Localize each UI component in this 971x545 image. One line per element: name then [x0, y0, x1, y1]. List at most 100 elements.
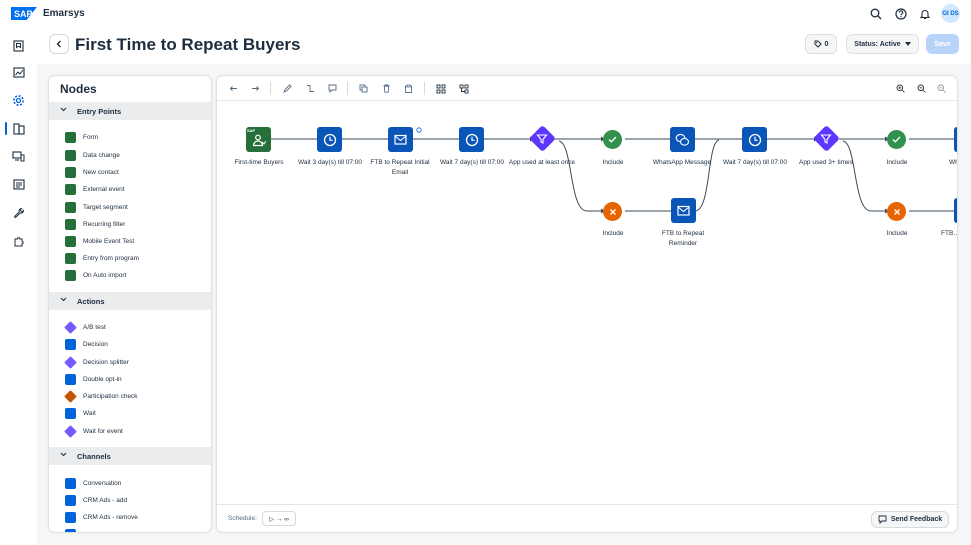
redo-icon[interactable] [250, 83, 261, 94]
node-decision-splitter[interactable]: Decision splitter [64, 356, 129, 369]
zoom-in-icon[interactable] [895, 83, 906, 94]
email-icon [676, 205, 690, 216]
node-on-auto-import[interactable]: On Auto import [65, 269, 126, 282]
automation-gear-icon[interactable] [11, 93, 26, 108]
flow-node-wait-1[interactable] [317, 127, 342, 152]
flow-label-exclude-1: Include [602, 230, 624, 237]
fit-zoom-icon[interactable] [936, 83, 947, 94]
flow-node-exclude-1[interactable] [603, 202, 622, 221]
section-actions[interactable]: Actions [49, 292, 211, 310]
nodes-panel-title: Nodes [60, 82, 97, 96]
connector-icon[interactable] [305, 83, 316, 94]
node-entry-from-program[interactable]: Entry from program [65, 252, 139, 265]
flow-label-wait-3: Wait 7 day(s) till 07:00 [722, 159, 788, 166]
paste-icon[interactable] [403, 83, 414, 94]
tag-count: 0 [824, 40, 829, 48]
node-ab-test[interactable]: A/B test [64, 321, 106, 334]
analytics-icon[interactable] [11, 65, 26, 80]
node-wait-for-event[interactable]: Wait for event [64, 425, 123, 438]
send-feedback-label: Send Feedback [890, 516, 943, 523]
node-target-segment[interactable]: Target segment [65, 201, 128, 214]
flow-node-email-2[interactable] [671, 198, 696, 223]
zoom-out-icon[interactable] [916, 83, 927, 94]
active-indicator [5, 122, 7, 135]
flow-node-include-2[interactable] [887, 130, 906, 149]
flow-node-wait-2[interactable] [459, 127, 484, 152]
node-new-contact[interactable]: New contact [65, 166, 119, 179]
entry-from-program-icon [65, 253, 76, 264]
wait-for-event-icon [64, 425, 77, 438]
bell-icon[interactable] [917, 6, 932, 21]
copy-icon[interactable] [358, 83, 369, 94]
node-decision[interactable]: Decision [65, 338, 108, 351]
sap-logo[interactable]: SAP [11, 7, 37, 20]
contacts-list-icon[interactable] [11, 177, 26, 192]
decision-splitter-icon [64, 356, 77, 369]
flow-node-email-3[interactable] [954, 198, 957, 223]
tag-icon [814, 40, 822, 48]
shell-bar: SAP Emarsys GI DS [0, 0, 971, 28]
node-recurring-filter[interactable]: Recurring filter [65, 218, 125, 231]
section-channels[interactable]: Channels [49, 447, 211, 465]
flow-node-email-1[interactable] [388, 127, 413, 152]
flow-label-email-3: FTB… R… [941, 230, 957, 237]
segment-entry-icon [252, 134, 266, 146]
puzzle-icon[interactable] [11, 233, 26, 248]
flow-label-decision-1: App used at least once [508, 159, 576, 166]
content-icon[interactable] [11, 121, 26, 136]
schedule-selector[interactable]: ▷ → ∞ [262, 511, 296, 526]
delete-icon[interactable] [381, 83, 392, 94]
crm-ads-icon [65, 495, 76, 506]
user-avatar[interactable]: GI DS [941, 4, 960, 23]
pencil-icon[interactable] [282, 83, 293, 94]
comment-icon[interactable] [327, 83, 338, 94]
bookmark-icon[interactable] [11, 38, 26, 53]
status-label: Status: Active [854, 40, 901, 48]
external-event-icon [65, 184, 76, 195]
save-button[interactable]: Save [926, 34, 959, 54]
wrench-icon[interactable] [11, 205, 26, 220]
mobile-event-icon [65, 236, 76, 247]
flow-label-whatsapp-2: Wh… m… [949, 159, 957, 166]
check-icon [608, 136, 617, 143]
help-icon[interactable] [893, 6, 908, 21]
node-mobile-event-test[interactable]: Mobile Event Test [65, 235, 134, 248]
caret-down-icon [904, 42, 911, 46]
chevron-left-icon [56, 40, 61, 48]
filter-icon [536, 134, 548, 144]
program-canvas[interactable]: SAP First-time Buyers Wait 3 day(s) till… [217, 76, 957, 532]
flow-node-entry[interactable]: SAP [246, 127, 271, 152]
page-header: First Time to Repeat Buyers 0 Status: Ac… [37, 28, 971, 64]
node-double-opt-in[interactable]: Double opt-in [65, 373, 122, 386]
flow-node-exclude-2[interactable] [887, 202, 906, 221]
node-form[interactable]: Form [65, 131, 98, 144]
node-external-event[interactable]: External event [65, 183, 125, 196]
close-icon [609, 208, 616, 215]
send-feedback-button[interactable]: Send Feedback [871, 511, 949, 528]
flow-node-wait-3[interactable] [742, 127, 767, 152]
undo-icon[interactable] [228, 83, 239, 94]
node-participation-check[interactable]: Participation check [64, 390, 138, 403]
node-crm-ads-add[interactable]: CRM Ads - add [65, 494, 127, 507]
status-dropdown[interactable]: Status: Active [846, 34, 919, 54]
search-icon[interactable] [868, 6, 883, 21]
flow-label-wait-2: Wait 7 day(s) till 07:00 [439, 159, 505, 166]
devices-icon[interactable] [11, 149, 26, 164]
section-entry-points[interactable]: Entry Points [49, 102, 211, 120]
auto-layout-icon[interactable] [435, 83, 446, 94]
node-wait[interactable]: Wait [65, 407, 96, 420]
node-data-change[interactable]: Data change [65, 149, 120, 162]
tree-layout-icon[interactable] [458, 83, 469, 94]
node-crm-ads-remove[interactable]: CRM Ads - remove [65, 511, 138, 524]
flow-node-whatsapp-1[interactable] [670, 127, 695, 152]
back-button[interactable] [49, 34, 69, 54]
recurring-filter-icon [65, 219, 76, 230]
flow-label-include-1: Include [602, 159, 624, 166]
toolbar-divider [424, 82, 425, 95]
feedback-icon [878, 515, 887, 524]
tags-button[interactable]: 0 [805, 34, 837, 54]
flow-node-include-1[interactable] [603, 130, 622, 149]
chevron-down-icon [60, 107, 67, 112]
flow-node-whatsapp-2[interactable] [954, 127, 957, 152]
node-conversation[interactable]: Conversation [65, 477, 121, 490]
